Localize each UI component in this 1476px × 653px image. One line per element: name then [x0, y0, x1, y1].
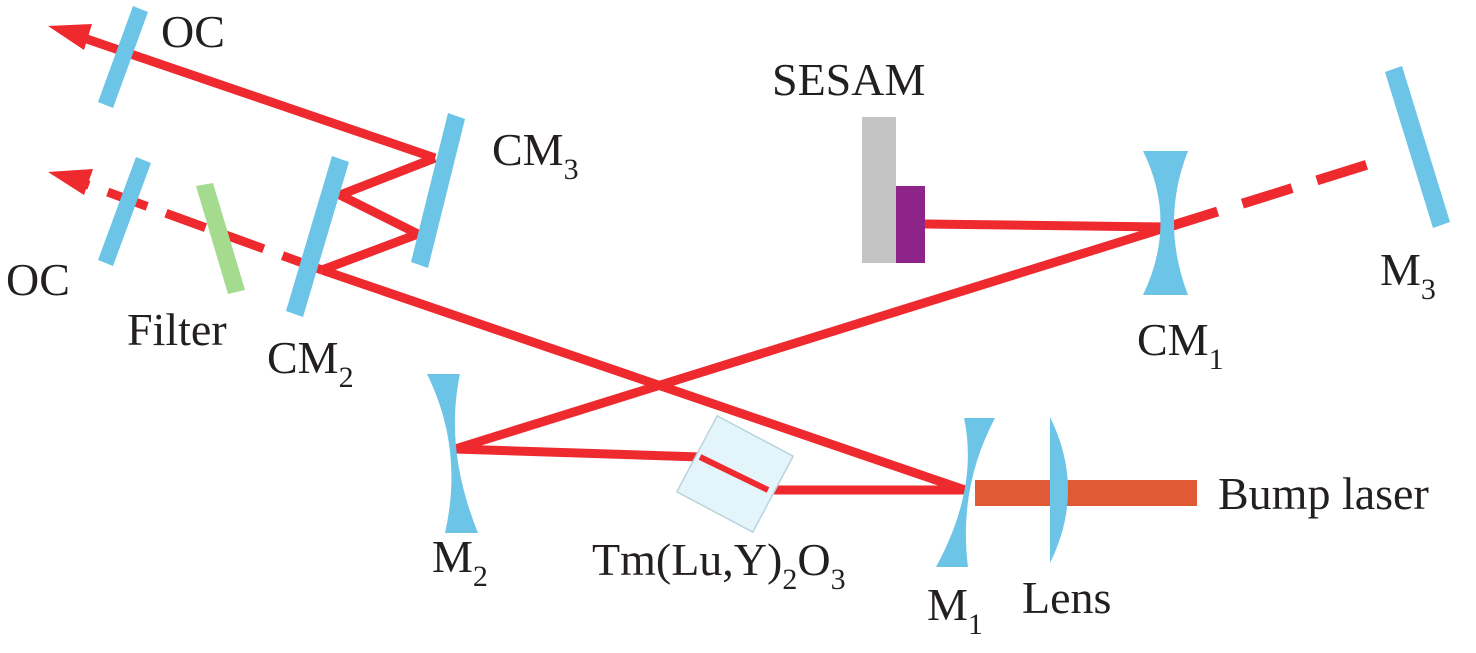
beam-output-top	[76, 31, 437, 163]
beam-in-crystal	[698, 454, 770, 493]
label-oc-top: OC	[161, 6, 225, 57]
label-crystal-s2: 3	[831, 563, 846, 596]
label-oc-bottom: OC	[6, 254, 70, 305]
label-cm2-sub: 2	[339, 361, 354, 394]
label-cm2-base: CM	[267, 332, 339, 383]
output-coupler-top	[98, 6, 148, 108]
sesam-mount	[862, 117, 896, 263]
label-m1-sub: 1	[968, 608, 983, 641]
label-cm1-base: CM	[1137, 314, 1209, 365]
label-m1-base: M	[927, 579, 968, 630]
mirror-m2	[427, 374, 478, 533]
beam-paths	[48, 24, 1384, 506]
beam-cm1-sesam	[924, 219, 1169, 232]
label-sesam: SESAM	[772, 54, 925, 105]
label-crystal-a: Tm(Lu,Y)	[592, 534, 782, 585]
label-cm3-sub: 3	[564, 153, 579, 186]
curved-mirror-cm3	[411, 113, 465, 268]
filter	[196, 183, 245, 294]
label-crystal: Tm(Lu,Y)2O3	[592, 534, 846, 596]
label-cm1-sub: 1	[1209, 343, 1224, 376]
label-cm2: CM2	[267, 332, 354, 394]
label-m2-base: M	[432, 531, 473, 582]
label-cm3: CM3	[492, 124, 579, 186]
beam-m2-cm1	[453, 222, 1170, 454]
beam-cm1-m3-dashed	[1166, 155, 1384, 232]
focusing-lens	[1050, 417, 1068, 563]
label-m2: M2	[432, 531, 488, 593]
pump-beam	[975, 480, 1197, 506]
arrow-head-bottom-icon	[48, 169, 93, 195]
label-cm1: CM1	[1137, 314, 1224, 376]
label-m3-base: M	[1380, 244, 1421, 295]
label-m2-sub: 2	[473, 560, 488, 593]
output-coupler-bottom	[98, 157, 151, 266]
curved-mirror-cm1	[1143, 151, 1188, 295]
label-crystal-b: O	[797, 534, 830, 585]
beam-zigzag	[320, 153, 437, 275]
label-filter: Filter	[127, 304, 227, 355]
mirror-m3	[1385, 66, 1450, 228]
beam-output-bottom-dashed	[78, 177, 324, 275]
label-pump-laser: Bump laser	[1218, 468, 1429, 519]
label-m3: M3	[1380, 244, 1436, 306]
label-crystal-s1: 2	[782, 563, 797, 596]
mirror-m1	[936, 418, 995, 567]
curved-mirror-cm2	[286, 156, 349, 317]
label-m3-sub: 3	[1421, 273, 1436, 306]
label-lens: Lens	[1022, 572, 1111, 623]
sesam-absorber	[896, 186, 925, 263]
label-m1: M1	[927, 579, 983, 641]
arrow-head-top-icon	[48, 24, 92, 50]
label-cm3-base: CM	[492, 124, 564, 175]
beam-cm2-m1	[320, 265, 967, 495]
